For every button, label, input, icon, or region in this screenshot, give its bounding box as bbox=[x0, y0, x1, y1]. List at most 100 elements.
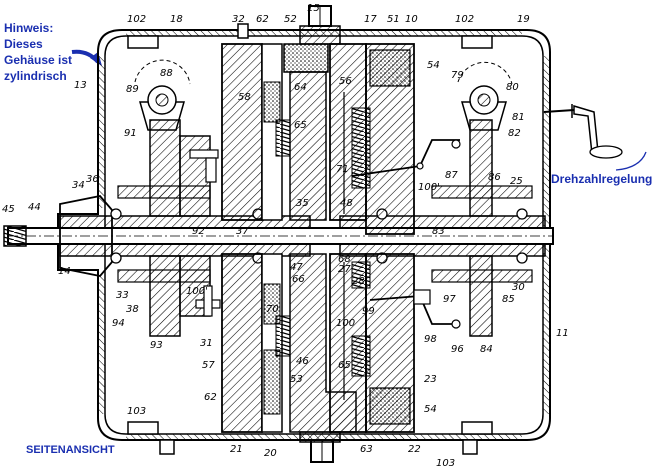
ref-numeral: 44 bbox=[28, 202, 41, 213]
ref-numeral: 20 bbox=[264, 448, 277, 459]
ref-numeral: 83 bbox=[432, 226, 445, 237]
ref-numeral: 92 bbox=[192, 226, 205, 237]
ref-numeral: 23 bbox=[424, 374, 437, 385]
ref-numeral: 96 bbox=[451, 344, 464, 355]
ref-numeral: 18 bbox=[170, 14, 183, 25]
ref-numeral: 13 bbox=[74, 80, 87, 91]
friction-block-54-bottom bbox=[369, 387, 411, 425]
ref-numeral: 54 bbox=[427, 60, 440, 71]
ref-numeral: 79 bbox=[451, 70, 464, 81]
left-flange-upper bbox=[179, 135, 211, 217]
ref-numeral: 46 bbox=[296, 356, 309, 367]
ref-numeral: 86 bbox=[488, 172, 501, 183]
ref-numeral: 102 bbox=[127, 14, 146, 25]
ref-numeral: 64 bbox=[294, 82, 307, 93]
bottom-bracket-right bbox=[461, 421, 493, 435]
ref-numeral: 51 bbox=[387, 14, 400, 25]
ref-numeral: 71 bbox=[336, 164, 349, 175]
left-collar-upper bbox=[117, 185, 211, 199]
note-line: zylindrisch bbox=[4, 69, 67, 83]
ref-numeral: 52 bbox=[284, 14, 297, 25]
ref-numeral: 35 bbox=[296, 198, 309, 209]
ref-numeral: 21 bbox=[230, 444, 243, 455]
ref-numeral: 58 bbox=[238, 92, 251, 103]
ref-numeral: 36 bbox=[86, 174, 99, 185]
left-shaft-boss bbox=[59, 195, 113, 277]
ref-numeral: 98 bbox=[424, 334, 437, 345]
spring-lower bbox=[275, 315, 291, 357]
ref-numeral: 56 bbox=[339, 76, 352, 87]
note-line: Gehäuse ist bbox=[4, 53, 73, 67]
ref-numeral: 91 bbox=[124, 128, 137, 139]
friction-pad-57 bbox=[263, 349, 281, 415]
ref-numeral: 81 bbox=[512, 112, 525, 123]
right-hub-lower bbox=[469, 255, 493, 337]
ref-numeral: 102 bbox=[455, 14, 474, 25]
ref-numeral: 100 bbox=[336, 318, 355, 329]
left-hub-lower bbox=[149, 255, 181, 337]
ref-numeral: 30 bbox=[512, 282, 525, 293]
ref-numeral: 25 bbox=[510, 176, 523, 187]
ref-numeral: 28 bbox=[352, 276, 365, 287]
right-collar-lower bbox=[431, 269, 533, 283]
ref-numeral: 19 bbox=[517, 14, 530, 25]
ref-numeral: 32 bbox=[232, 14, 245, 25]
ref-numeral: 66 bbox=[292, 274, 305, 285]
ref-numeral: 103 bbox=[436, 458, 455, 469]
ref-numeral: 103 bbox=[127, 406, 146, 417]
ref-numeral: 62 bbox=[204, 392, 217, 403]
ref-numeral: 11 bbox=[556, 328, 569, 339]
spring-65-right bbox=[351, 335, 371, 377]
ref-numeral: 93 bbox=[150, 340, 163, 351]
bottom-bracket-left bbox=[127, 421, 159, 435]
ref-numeral: 45 bbox=[2, 204, 15, 215]
ref-numeral: 22 bbox=[408, 444, 421, 455]
ref-numeral: 99 bbox=[362, 306, 375, 317]
ref-numeral: 97 bbox=[443, 294, 456, 305]
housing-note: Hinweis: Dieses Gehäuse ist zylindrisch bbox=[4, 20, 154, 84]
note-line: Dieses bbox=[4, 37, 43, 51]
ref-numeral: 57 bbox=[202, 360, 215, 371]
foot-bolt-right bbox=[462, 439, 478, 455]
shaft-thread bbox=[3, 225, 27, 247]
housing-wall-hatch-left-bottom bbox=[98, 276, 105, 414]
spring-upper bbox=[275, 119, 291, 157]
ref-numeral: 100' bbox=[418, 182, 440, 193]
ref-numeral: 68 bbox=[338, 254, 351, 265]
ref-numeral: 62 bbox=[256, 14, 269, 25]
ref-numeral: 38 bbox=[126, 304, 139, 315]
housing-outer-wall bbox=[57, 29, 551, 441]
ref-numeral: 80 bbox=[506, 82, 519, 93]
ref-numeral: 10 bbox=[405, 14, 418, 25]
left-disc-lower bbox=[221, 253, 263, 433]
ref-numeral: 87 bbox=[445, 170, 458, 181]
ref-numeral: 84 bbox=[480, 344, 493, 355]
ref-numeral: 54 bbox=[424, 404, 437, 415]
side-view-label: SEITENANSICHT bbox=[26, 444, 115, 456]
speed-control-label: Drehzahlregelung bbox=[551, 172, 653, 186]
left-link-upper bbox=[189, 149, 219, 159]
ref-numeral: 89 bbox=[126, 84, 139, 95]
housing-wall-hatch-left-top bbox=[98, 56, 105, 208]
ref-numeral: 65 bbox=[338, 360, 351, 371]
ref-numeral: 65 bbox=[294, 120, 307, 131]
ref-numeral: 14 bbox=[58, 266, 71, 277]
center-hub-top bbox=[299, 25, 341, 45]
lever-87 bbox=[351, 139, 460, 177]
ref-numeral: 48 bbox=[340, 198, 353, 209]
pressure-disc-top bbox=[283, 43, 329, 73]
right-hub-upper bbox=[469, 119, 493, 217]
left-disc-upper bbox=[221, 43, 263, 221]
ref-numeral: 100' bbox=[186, 286, 208, 297]
lever-97 bbox=[369, 295, 460, 325]
reference-numerals: 102 18 32 62 15 52 17 51 10 102 19 13 88… bbox=[2, 3, 569, 469]
spring-28 bbox=[351, 261, 371, 289]
left-collar-lower bbox=[117, 269, 211, 283]
ref-numeral: 85 bbox=[502, 294, 515, 305]
ref-numeral: 34 bbox=[72, 180, 85, 191]
ref-numeral: 47 bbox=[290, 262, 303, 273]
ref-numeral: 37 bbox=[236, 226, 249, 237]
ref-numeral: 33 bbox=[116, 290, 129, 301]
